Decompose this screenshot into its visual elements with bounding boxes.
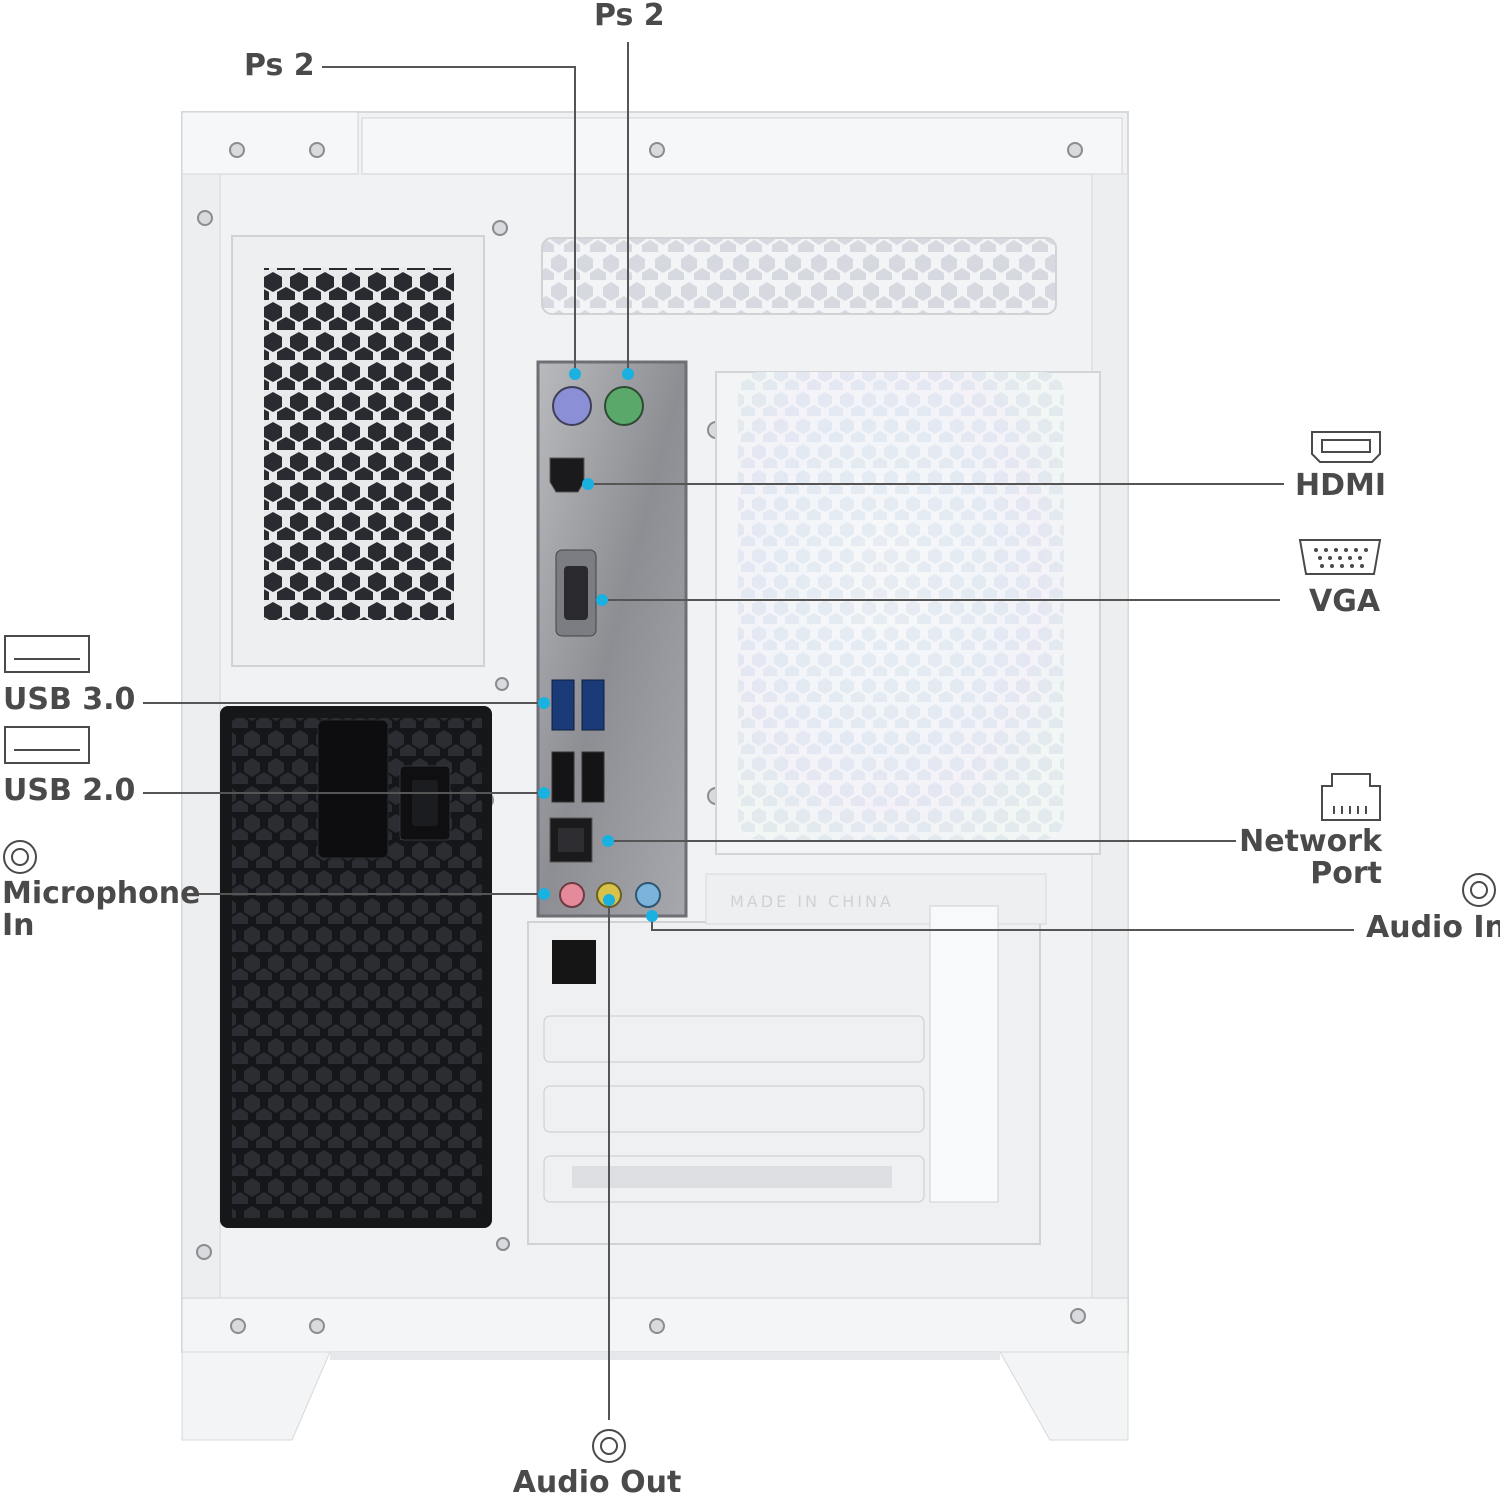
audio-jack-icon xyxy=(592,1429,626,1463)
hdmi-port-icon xyxy=(1311,431,1381,463)
rear-fan xyxy=(715,371,1101,855)
leader-ps2-left xyxy=(322,66,576,372)
label-ps2-top: Ps 2 xyxy=(594,0,665,33)
label-ps2-left: Ps 2 xyxy=(244,48,315,83)
label-microphone: Microphone xyxy=(2,876,201,911)
label-network: Network xyxy=(1239,824,1382,859)
label-network-port: Port xyxy=(1310,856,1382,891)
usb-port-icon xyxy=(4,726,90,764)
power-supply xyxy=(220,706,492,1228)
callout-dots xyxy=(538,368,658,922)
made-in-china-text: MADE IN CHINA xyxy=(730,892,894,911)
io-shield xyxy=(536,360,688,918)
label-audio-in: Audio In xyxy=(1366,910,1500,945)
audio-jack-icon xyxy=(3,840,37,874)
upper-left-vent xyxy=(231,235,485,667)
label-usb2: USB 2.0 xyxy=(3,773,136,808)
label-vga: VGA xyxy=(1309,584,1381,619)
label-audio-out: Audio Out xyxy=(512,1465,682,1500)
usb-port-icon xyxy=(4,635,90,673)
expansion-area: MADE IN CHINA xyxy=(527,873,1047,1245)
leader-lines xyxy=(143,42,1354,1420)
label-microphone-in: In xyxy=(2,908,35,943)
audio-jack-icon xyxy=(1462,873,1496,907)
label-hdmi: HDMI xyxy=(1295,468,1387,503)
label-usb3: USB 3.0 xyxy=(3,682,136,717)
top-vent xyxy=(541,237,1057,315)
vga-port-icon xyxy=(1298,539,1382,575)
ethernet-port-icon xyxy=(1321,773,1381,821)
